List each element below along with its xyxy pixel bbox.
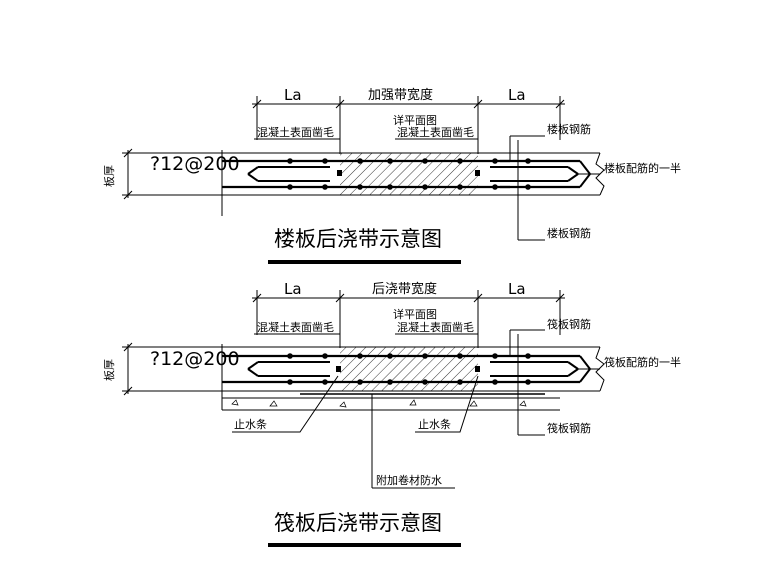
half-reinforcement-label-2: 筏板配筋的一半 xyxy=(604,355,681,369)
ref-plan-label: 详平面图 xyxy=(393,113,437,127)
dim-center-label: 加强带宽度 xyxy=(368,87,433,103)
dim-right-label: La xyxy=(508,86,526,104)
ref-plan-label-2: 详平面图 xyxy=(393,307,437,321)
rough-surface-center-label: 混凝土表面凿毛 xyxy=(397,125,474,139)
concrete-aggregate xyxy=(231,399,527,408)
bar-spec-label-2: ?12@200 xyxy=(150,348,240,370)
rebar-bottom-label: 楼板钢筋 xyxy=(547,226,591,240)
rebar-bottom-label-2: 筏板钢筋 xyxy=(547,421,591,435)
dim-right-label-2: La xyxy=(508,280,526,298)
rebar-top-label: 楼板钢筋 xyxy=(547,122,591,136)
rebar-dots-2 xyxy=(287,353,531,385)
dim-left-label-2: La xyxy=(284,280,302,298)
bar-spec-label: ?12@200 xyxy=(150,153,240,175)
rough-surface-left-label-2: 混凝土表面凿毛 xyxy=(257,320,334,334)
rough-surface-center-label-2: 混凝土表面凿毛 xyxy=(397,320,474,334)
floor-slab-diagram xyxy=(122,96,605,241)
rough-surface-left-label: 混凝土表面凿毛 xyxy=(257,125,334,139)
title-underline-1 xyxy=(268,260,461,264)
diagram2-title: 筏板后浇带示意图 xyxy=(274,511,442,535)
dim-left-label: La xyxy=(284,86,302,104)
thickness-label-2: 板厚 xyxy=(102,359,116,381)
membrane-label: 附加卷材防水 xyxy=(376,473,442,487)
diagram1-title: 楼板后浇带示意图 xyxy=(274,227,442,251)
thickness-label: 板厚 xyxy=(102,165,116,187)
waterstop-left-label: 止水条 xyxy=(234,417,267,431)
raft-slab-diagram xyxy=(122,290,605,489)
rebar-dots-1 xyxy=(287,158,531,190)
rebar-top-label-2: 筏板钢筋 xyxy=(547,317,591,331)
half-reinforcement-label: 楼板配筋的一半 xyxy=(604,161,681,175)
title-underline-2 xyxy=(268,543,461,547)
dim-center-label-2: 后浇带宽度 xyxy=(372,281,437,297)
waterstop-right-label: 止水条 xyxy=(418,417,451,431)
